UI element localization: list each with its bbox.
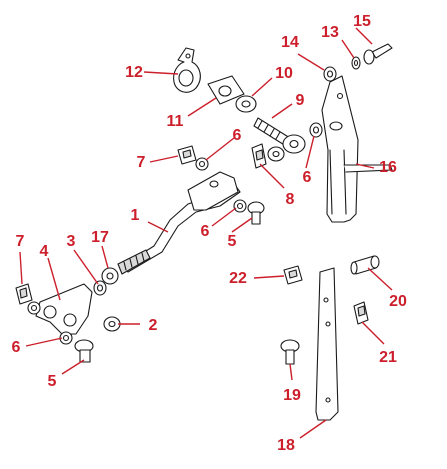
callout-6-upper: 6 <box>303 169 312 186</box>
ball-joint-part-9 <box>253 117 306 154</box>
leader-14 <box>297 53 325 71</box>
callout-3: 3 <box>67 233 76 250</box>
washer-part-3 <box>93 280 107 296</box>
leader-13 <box>341 39 355 59</box>
nut-part-6-middle <box>267 146 285 162</box>
leader-lines <box>19 27 393 439</box>
pin-part-5-lower <box>74 339 94 363</box>
washer-part-6-left <box>195 157 209 171</box>
bellcrank-part-4 <box>35 283 93 335</box>
clip-part-7-upper <box>177 145 197 165</box>
clip-part-21 <box>353 301 369 325</box>
leader-17 <box>101 245 109 269</box>
callout-9: 9 <box>296 92 305 109</box>
leader-5-upper <box>231 217 253 233</box>
washer-part-6-rod <box>233 199 247 213</box>
leader-7-lower <box>19 251 23 285</box>
bolt-part-15 <box>363 43 393 65</box>
leader-9 <box>271 103 293 119</box>
washer-part-13 <box>351 56 361 70</box>
callout-10: 10 <box>275 65 293 82</box>
rod-part-1 <box>117 171 241 275</box>
callout-5-lower: 5 <box>48 373 57 390</box>
callout-4: 4 <box>40 243 49 260</box>
leader-8 <box>259 163 285 189</box>
nut-part-17 <box>101 267 119 285</box>
leader-19 <box>289 363 293 381</box>
callout-numbers: 1 2 3 4 5 5 6 6 6 6 7 7 8 9 10 11 12 13 … <box>12 13 407 454</box>
lever-arm-part-16 <box>321 75 393 223</box>
plate-part-18 <box>315 267 339 421</box>
callout-18: 18 <box>277 437 295 454</box>
callout-17: 17 <box>91 229 109 246</box>
clip-part-22 <box>283 265 303 285</box>
clip-part-12 <box>173 47 201 93</box>
nut-part-10 <box>235 95 257 113</box>
leader-21 <box>361 321 385 345</box>
callout-6-lower: 6 <box>12 339 21 356</box>
callout-20: 20 <box>389 293 407 310</box>
callout-5-upper: 5 <box>228 233 237 250</box>
callout-2: 2 <box>149 317 158 334</box>
callout-7-lower: 7 <box>16 233 25 250</box>
callout-14: 14 <box>281 34 299 51</box>
pin-part-5-upper <box>247 201 265 225</box>
clip-part-7-lower <box>15 283 33 305</box>
callout-12: 12 <box>125 64 143 81</box>
leader-1 <box>147 221 169 233</box>
callout-7-upper: 7 <box>137 154 146 171</box>
callout-21: 21 <box>379 349 397 366</box>
leader-3 <box>73 249 99 285</box>
clip-part-8 <box>251 143 267 169</box>
leader-6-upper <box>305 135 315 169</box>
nut-part-2 <box>103 316 121 332</box>
leader-6-lower <box>25 337 63 347</box>
callout-6-rod: 6 <box>201 223 210 240</box>
callout-22: 22 <box>229 270 247 287</box>
leader-5-lower <box>61 359 85 375</box>
callout-6-left: 6 <box>233 127 242 144</box>
leader-12 <box>143 71 179 75</box>
nut-part-14 <box>323 66 337 82</box>
callout-15: 15 <box>353 13 371 30</box>
nut-part-6-upper <box>309 122 323 138</box>
leader-7-upper <box>149 155 179 163</box>
leader-16 <box>355 163 375 169</box>
callout-1: 1 <box>131 207 140 224</box>
washer-part-6-lower <box>27 301 73 345</box>
leader-15 <box>355 27 373 45</box>
callout-16: 16 <box>379 159 397 176</box>
callout-8: 8 <box>286 191 295 208</box>
leader-18 <box>299 419 327 439</box>
leader-6-left <box>205 137 235 161</box>
leader-6-rod <box>211 207 237 227</box>
pin-part-19 <box>280 339 300 365</box>
leader-22 <box>253 275 285 279</box>
callout-13: 13 <box>321 24 339 41</box>
pin-part-20 <box>350 255 380 275</box>
leader-10 <box>251 77 273 97</box>
leader-4 <box>47 257 61 301</box>
callout-11: 11 <box>167 113 184 130</box>
leader-11 <box>187 97 217 117</box>
callout-19: 19 <box>283 387 301 404</box>
plate-part-11 <box>207 75 245 105</box>
leader-20 <box>367 267 393 291</box>
